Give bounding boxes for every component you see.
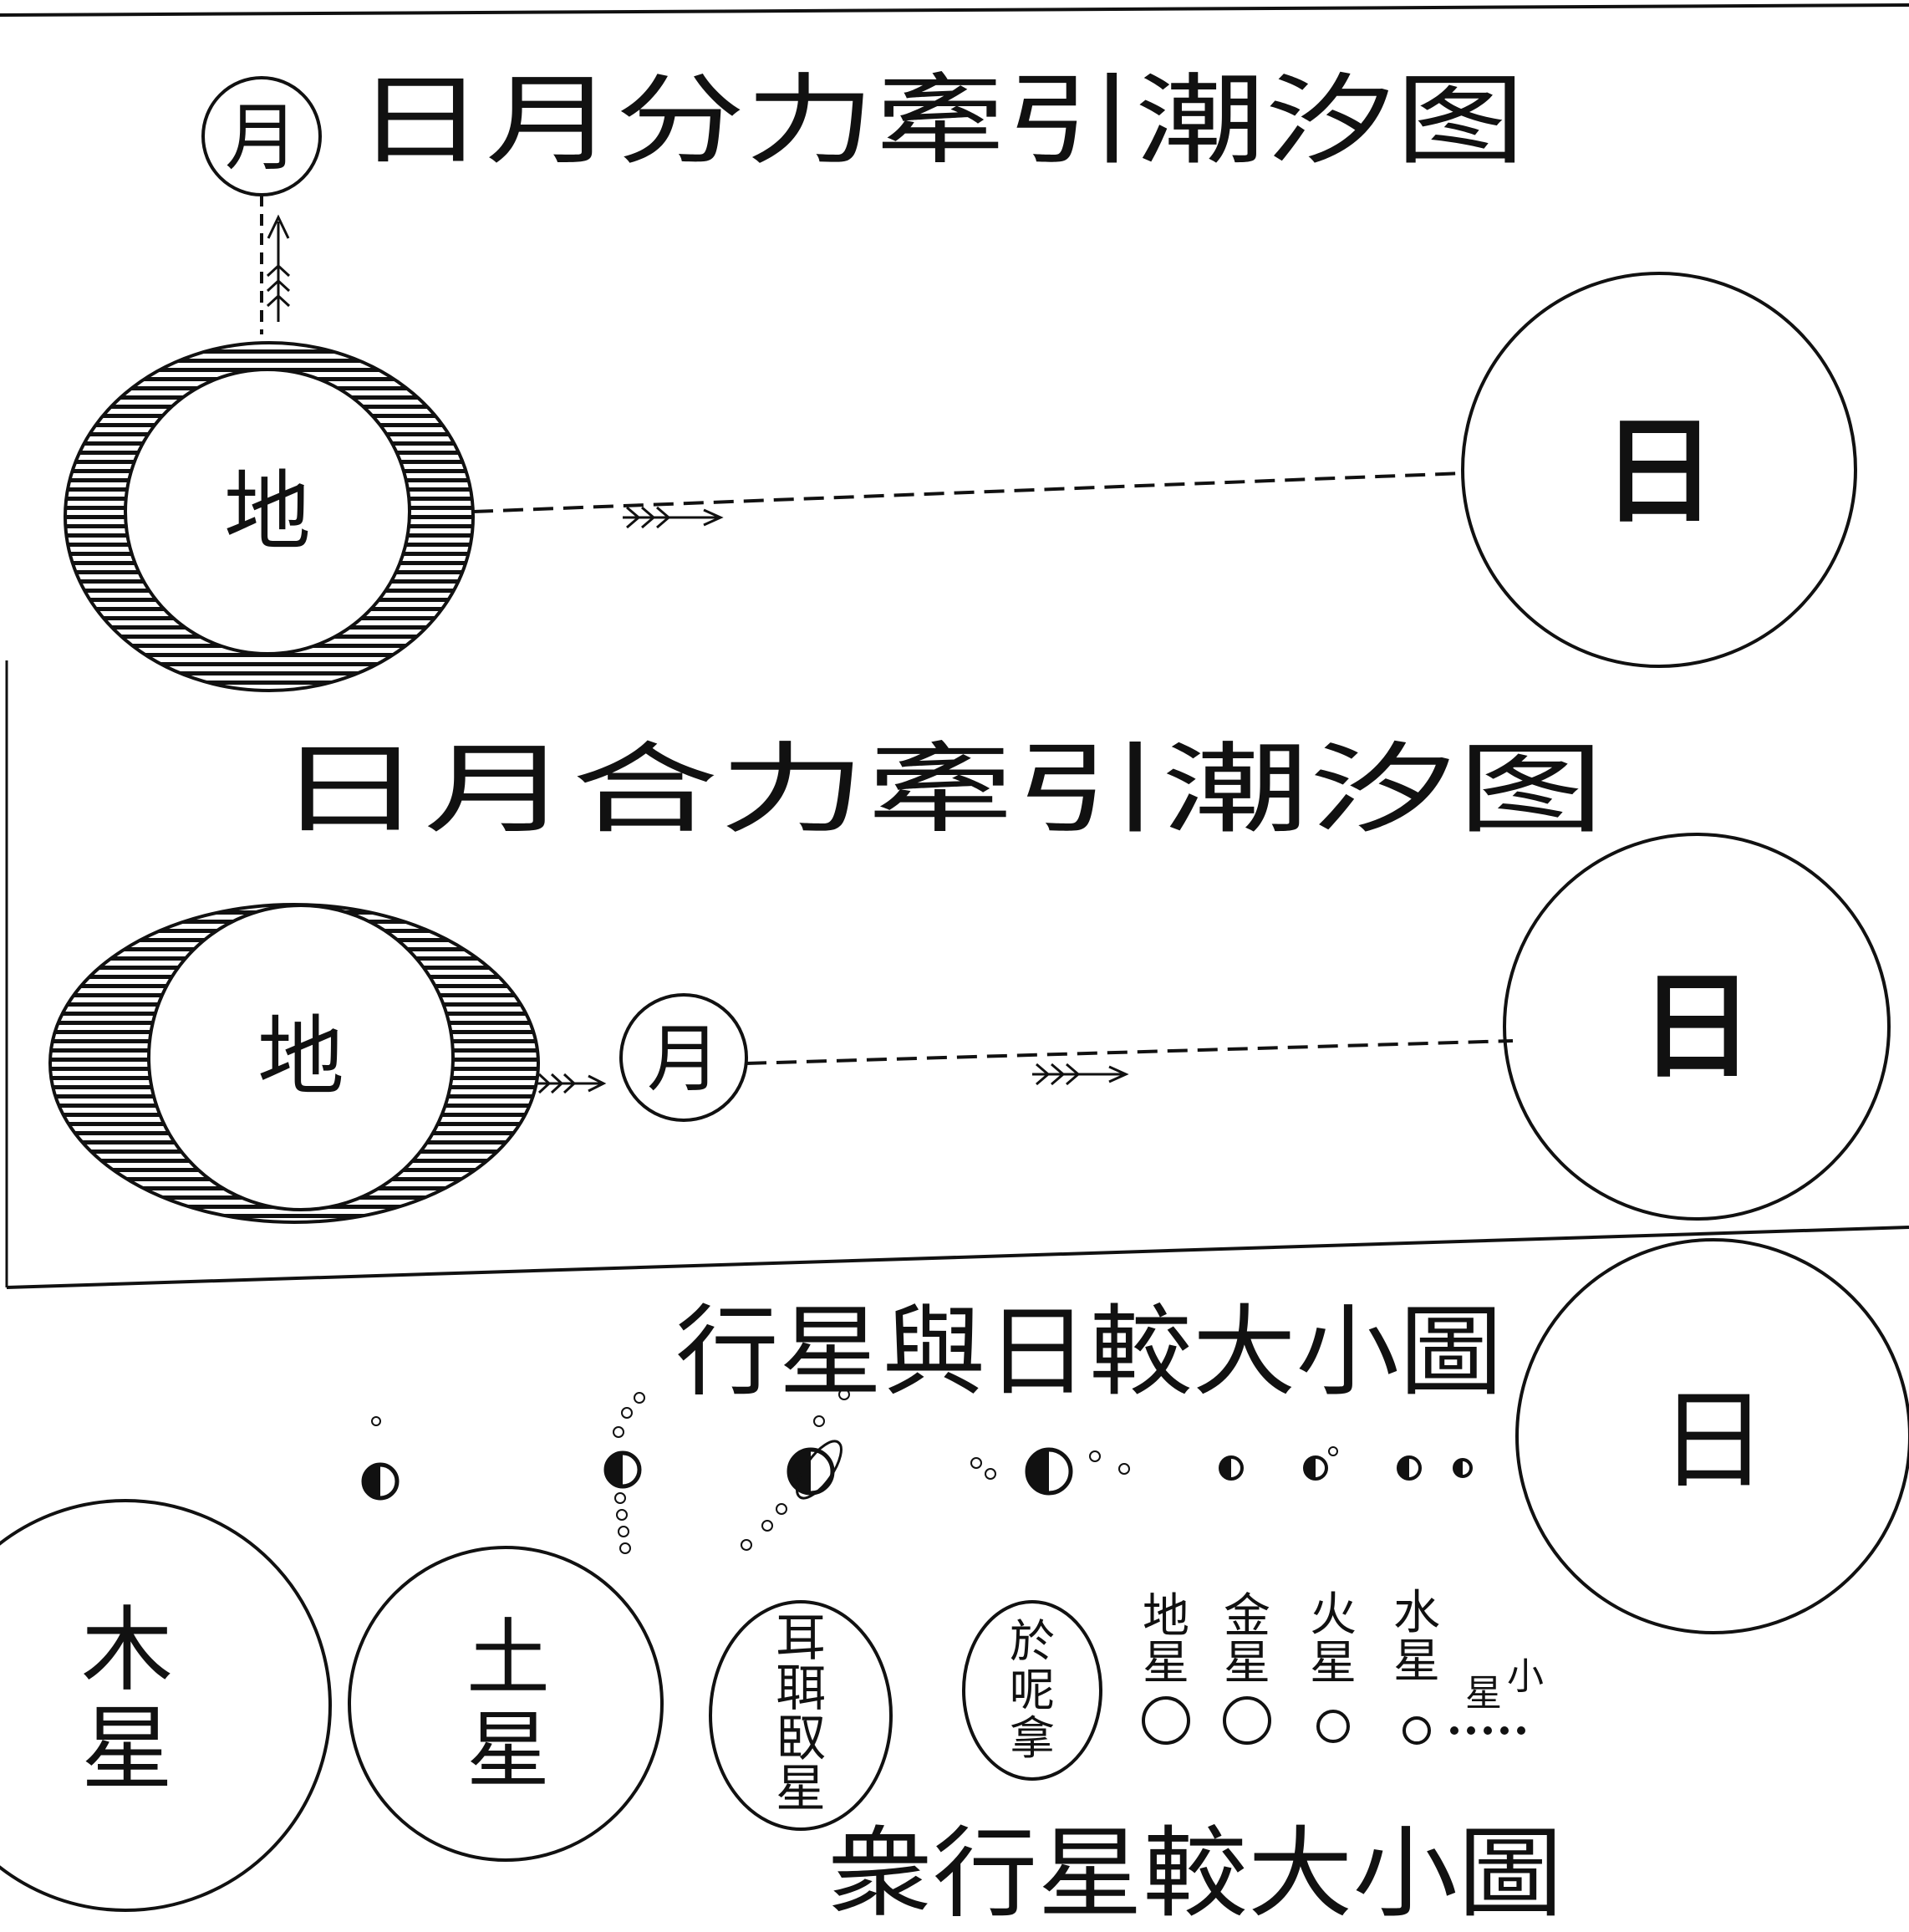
- planet-label: 星: [1224, 1636, 1270, 1690]
- venus-planet: 金 星: [1223, 1589, 1271, 1745]
- mercury-planet: 水 星: [1393, 1586, 1440, 1745]
- neptune: 於 呢 拿: [962, 1600, 1102, 1781]
- planet-label: 星: [1143, 1636, 1189, 1690]
- planet-label: 水: [1393, 1586, 1440, 1640]
- moon-pull-arrow: [260, 195, 291, 334]
- earth-label: 地: [224, 461, 311, 563]
- planet-label: 星: [1393, 1634, 1440, 1689]
- sun-pull-arrow: [746, 1039, 1514, 1086]
- planet-label: 星: [466, 1701, 550, 1799]
- planet-label: 臤: [776, 1710, 826, 1768]
- tide-diagram-middle: 日月合力牽引潮汐图 地 月 日: [48, 732, 1891, 1224]
- diagram-title-upper: 行星與日較大小圖: [675, 1294, 1503, 1409]
- planet-label: 於: [1010, 1615, 1055, 1668]
- moon-body: 月: [619, 993, 748, 1122]
- planet-label: 呢: [1010, 1664, 1055, 1716]
- planet-moon-row: [361, 1389, 1473, 1554]
- planet-label: 金: [1224, 1589, 1270, 1644]
- planet-label: 小: [1507, 1655, 1544, 1698]
- diagram-title: 日月分力牽引潮汐图: [355, 63, 1525, 178]
- saturn: 土 星: [348, 1546, 664, 1862]
- diagram-title: 日月合力牽引潮汐图: [276, 732, 1605, 847]
- planet-label: 聑: [776, 1659, 826, 1718]
- sun-label: 日: [1601, 403, 1717, 539]
- planet-label: 星: [776, 1760, 826, 1818]
- planet-size-diagram: 行星與日較大小圖 日: [0, 1238, 1909, 1931]
- uranus: 耳 聑 臤 星: [709, 1600, 893, 1831]
- frame: [0, 3, 1909, 1289]
- sun-label: 日: [1639, 958, 1754, 1094]
- asteroids: 小 星: [1450, 1655, 1544, 1735]
- planet-label: 星: [1310, 1636, 1357, 1690]
- moon-label: 月: [225, 94, 298, 181]
- sun-pull-arrow: [472, 472, 1465, 529]
- planet-label: 土: [466, 1609, 550, 1707]
- jupiter: 木 星: [0, 1499, 332, 1912]
- earth-planet: 地 星: [1142, 1589, 1190, 1745]
- earth-body: 地: [64, 341, 475, 692]
- moon-label: 月: [647, 1016, 720, 1102]
- sun-body: 日: [1503, 833, 1891, 1221]
- planet-label: 星: [81, 1695, 173, 1802]
- planet-label: 火: [1310, 1588, 1357, 1642]
- small-planets: 地 星 金 星 火 星 水 星 小 星: [1142, 1586, 1544, 1745]
- planet-label: 星: [1465, 1672, 1502, 1715]
- tide-diagram-top: 日月分力牽引潮汐图 月 地 日: [64, 63, 1857, 692]
- sun-body: 日: [1461, 272, 1857, 668]
- earth-label: 地: [257, 1006, 344, 1108]
- earth-body: 地: [48, 903, 540, 1224]
- diagram-title-lower: 衆行星較大小圖: [827, 1816, 1563, 1931]
- sun-label: 日: [1659, 1377, 1768, 1504]
- mars-planet: 火 星: [1310, 1588, 1357, 1743]
- planet-label: 木: [81, 1597, 173, 1704]
- sun-body: 日: [1515, 1238, 1909, 1634]
- planet-label: 耳: [776, 1609, 826, 1668]
- moon-body: 月: [201, 76, 322, 196]
- planet-label: 地: [1143, 1589, 1189, 1644]
- planet-label: 拿: [1010, 1712, 1055, 1765]
- earth-moon-arrow: [535, 1073, 607, 1094]
